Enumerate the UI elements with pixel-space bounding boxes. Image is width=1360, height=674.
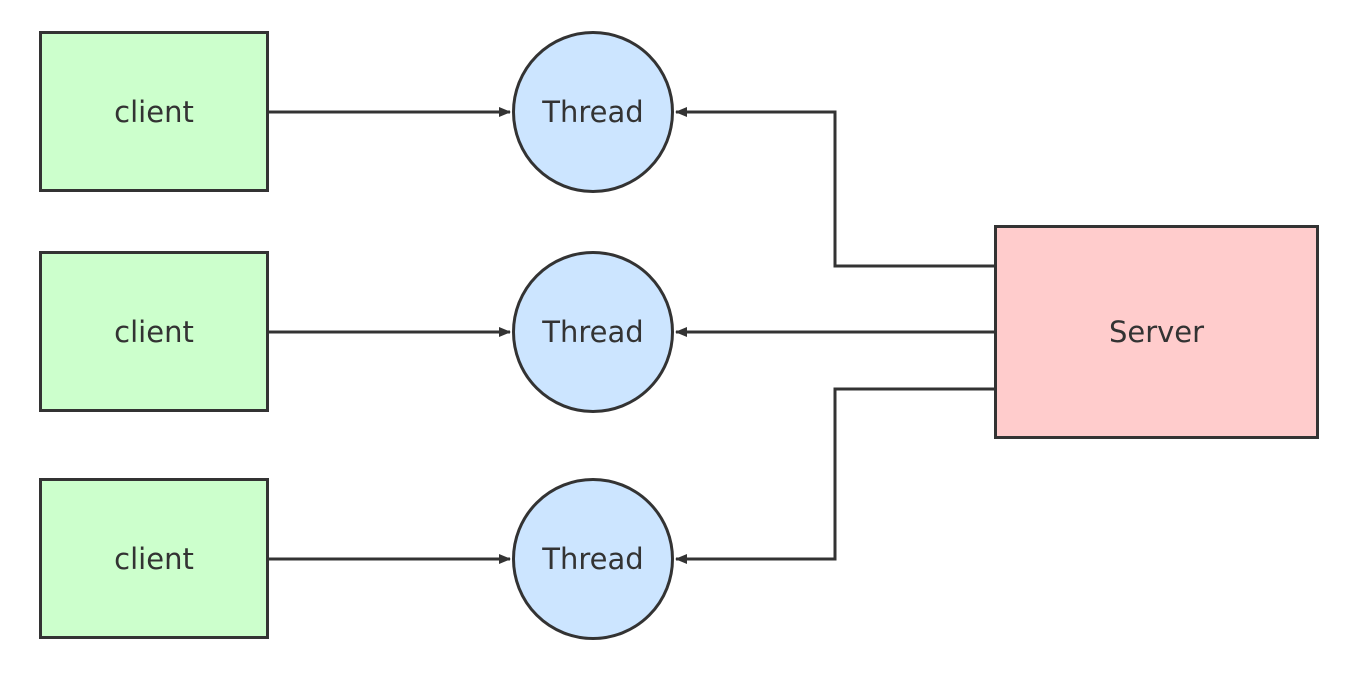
thread-node-3: Thread: [512, 478, 674, 640]
arrow-server-to-thread-3: [675, 387, 994, 564]
server-node: Server: [994, 225, 1319, 439]
client-node-1: client: [39, 31, 269, 192]
thread-node-2: Thread: [512, 251, 674, 413]
client-node-2: client: [39, 251, 269, 412]
thread-node-1: Thread: [512, 31, 674, 193]
client-node-3: client: [39, 478, 269, 639]
arrow-server-to-thread-1: [675, 107, 994, 268]
